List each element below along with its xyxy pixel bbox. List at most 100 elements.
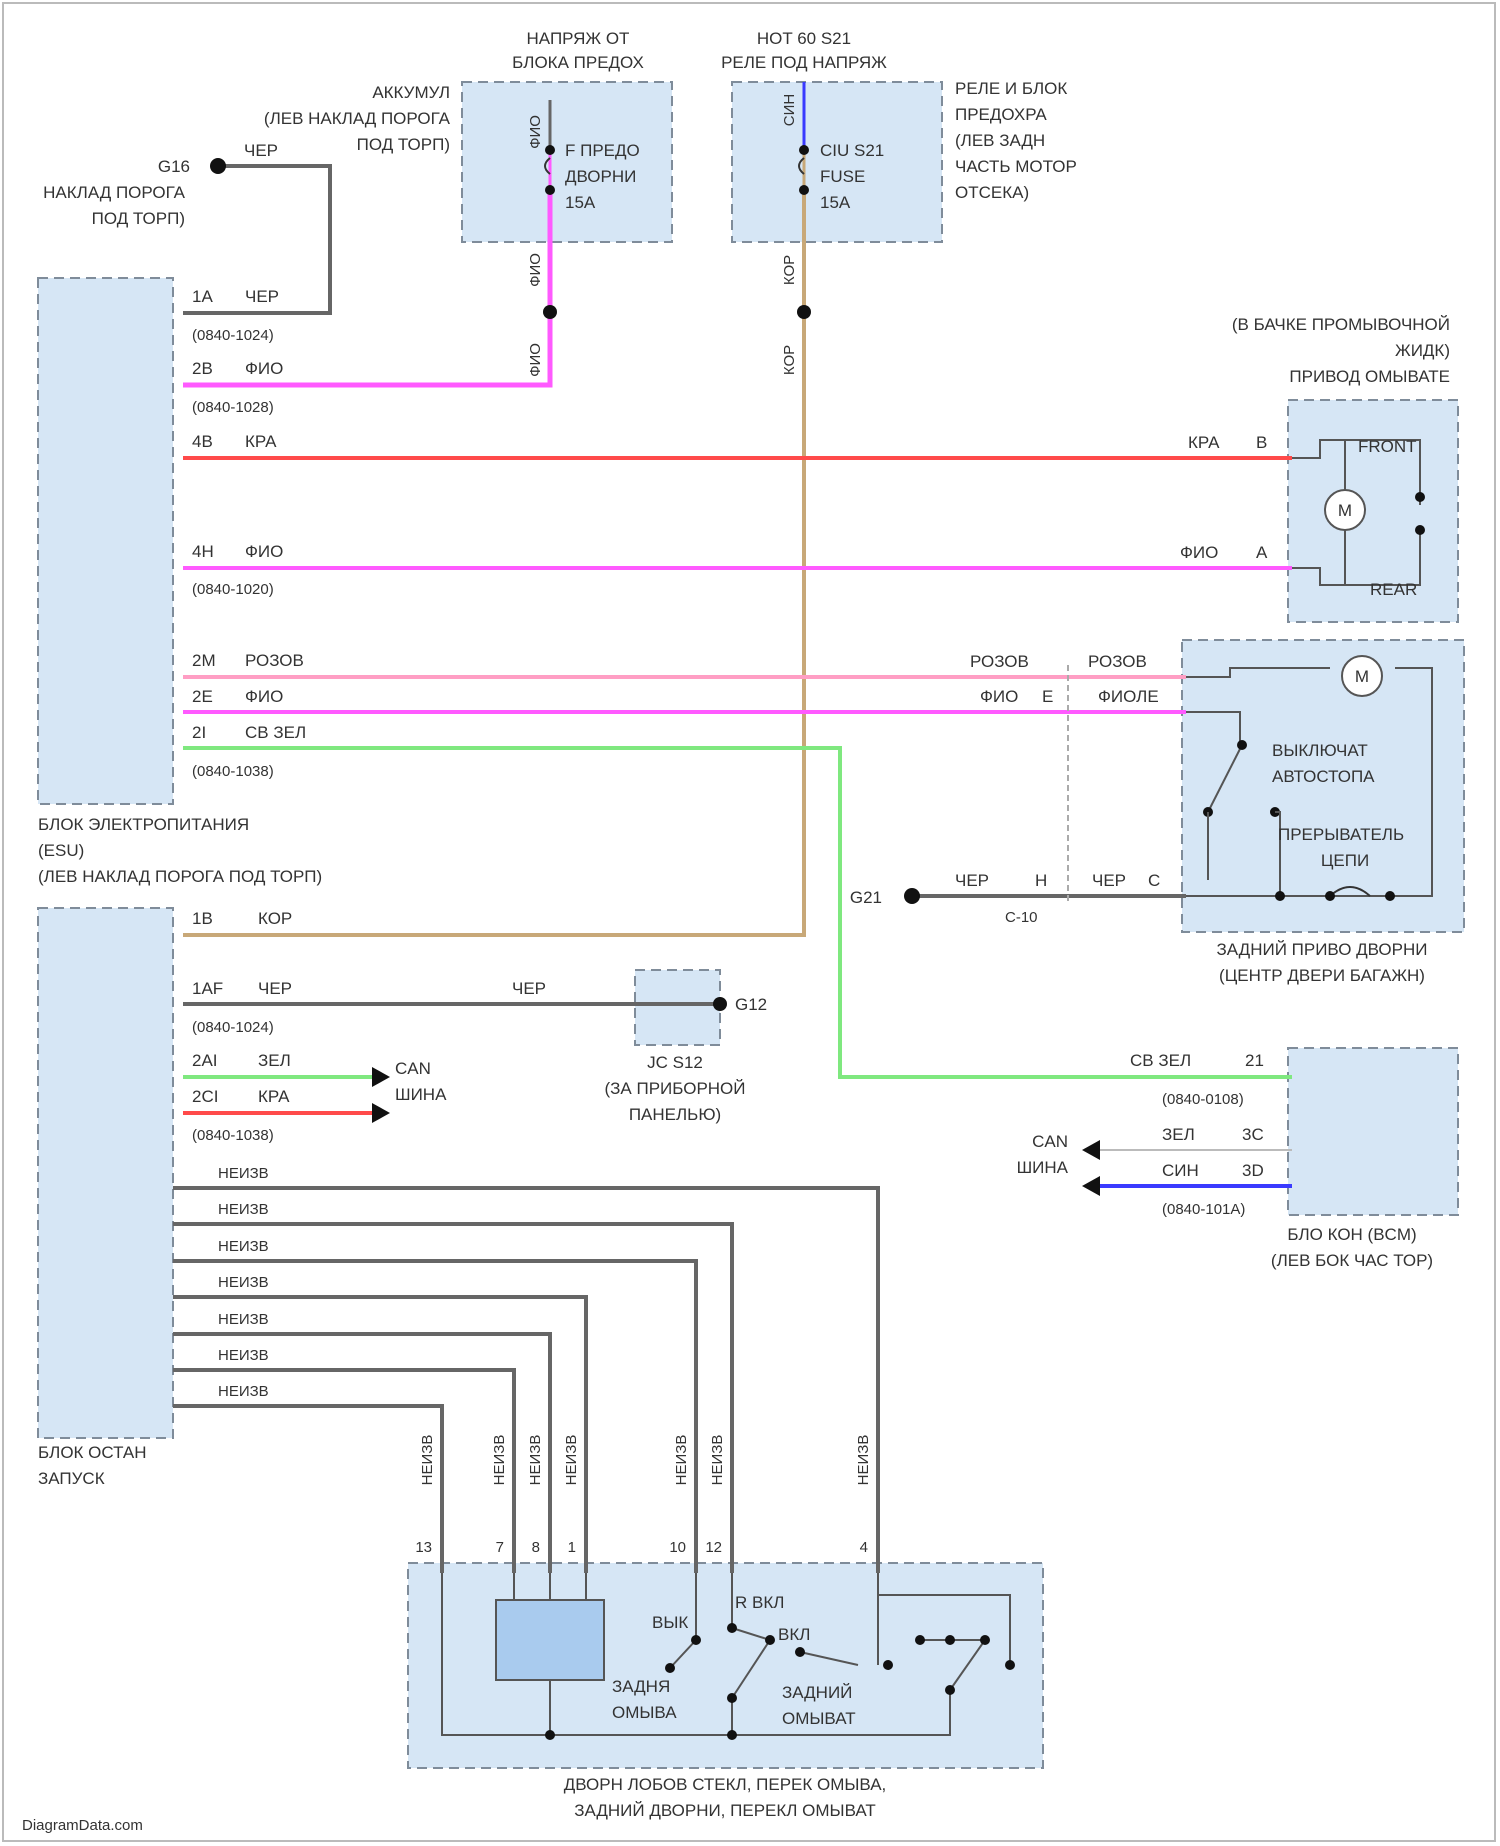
ecu-top-wire-2b: ФИО: [245, 359, 283, 378]
rear-wiper-box: [1182, 640, 1464, 932]
ecu-bottom-title-2: ЗАПУСК: [38, 1469, 105, 1488]
ecu-bottom-pin-2ai: 2AI: [192, 1051, 218, 1070]
bcm-zel-wire: ЗЕЛ: [1162, 1125, 1195, 1144]
ecu-top-pin-4h: 4H: [192, 542, 214, 561]
jc-terminal: [713, 997, 727, 1011]
stalk-label-front-wash-1: ЗАДНЯ: [612, 1677, 670, 1696]
fuse-left-wire-top: ФИО: [527, 115, 544, 149]
stalk-wire-label-7: НЕИЗВ: [855, 1435, 872, 1486]
ecu-top-wire-1a: ЧЕР: [245, 287, 279, 306]
rear-row1-wire-right: РОЗОВ: [1088, 652, 1147, 671]
rear-row1-wire-left: РОЗОВ: [970, 652, 1029, 671]
fuse-right-wire-out: КОР: [781, 255, 798, 285]
ground-g16-location-1: НАКЛАД ПОРОГА: [43, 183, 186, 202]
ecu-bottom-unknown-3: НЕИЗВ: [218, 1238, 269, 1255]
rear-breaker-label-1: ПРЕРЫВАТЕЛЬ: [1278, 825, 1404, 844]
stalk-wires: [173, 1188, 878, 1573]
rear-row3-wire-left: ЧЕР: [955, 871, 989, 890]
stalk-module-block: [496, 1600, 604, 1680]
ecu-top-pin-2m: 2M: [192, 651, 216, 670]
jc-box: [635, 970, 720, 1045]
fuse-right-location-5: ОТСЕКА): [955, 183, 1029, 202]
ecu-bottom-conn-2ci: (0840-1038): [192, 1127, 274, 1144]
bcm-zel-pin: 3C: [1242, 1125, 1264, 1144]
washer-front-label: FRONT: [1358, 437, 1417, 456]
ecu-bottom-unknown-4: НЕИЗВ: [218, 1274, 269, 1291]
fuse-left-box: [462, 82, 672, 242]
fuse-left-source-1: НАПРЯЖ ОТ: [527, 29, 630, 48]
ecu-bottom-unknown-5: НЕИЗВ: [218, 1311, 269, 1328]
stalk-label-vyk: ВЫК: [652, 1613, 688, 1632]
fuse-right-source-1: HOT 60 S21: [757, 29, 851, 48]
ecu-bottom-can-1: CAN: [395, 1059, 431, 1078]
stalk-wire-label-4: НЕИЗВ: [563, 1435, 580, 1486]
can-arrow-red: [372, 1103, 390, 1123]
ecu-bottom-wire-1b: КОР: [258, 909, 292, 928]
fuse-right-wire-top: СИН: [781, 94, 798, 126]
fuse-right-location-2: ПРЕДОХРА: [955, 105, 1047, 124]
fuse-left-location-3: ПОД ТОРП): [357, 135, 450, 154]
ecu-bottom-pin-1af: 1AF: [192, 979, 223, 998]
stalk-pin-8: 8: [532, 1539, 540, 1556]
bcm-sin-pin: 3D: [1242, 1161, 1264, 1180]
rear-breaker-label-2: ЦЕПИ: [1321, 851, 1369, 870]
stalk-wire-3: [173, 1261, 696, 1573]
fuse-left-label-2: ДВОРНИ: [565, 167, 636, 186]
stalk-wire-7: [173, 1406, 442, 1573]
rear-wiper-title-2: (ЦЕНТР ДВЕРИ БАГАЖН): [1219, 966, 1425, 985]
stalk-label-rear-wash-1: ЗАДНИЙ: [782, 1683, 852, 1702]
fuse-right-label-1: CIU S21: [820, 141, 884, 160]
bcm-green-conn: (0840-0108): [1162, 1091, 1244, 1108]
stalk-label-front-wash-2: ОМЫВА: [612, 1703, 677, 1722]
rear-row3-conn: C-10: [1005, 909, 1038, 926]
bcm-arrow-zel: [1082, 1140, 1100, 1160]
splice-left: [543, 305, 557, 319]
stalk-pin-4: 4: [860, 1539, 868, 1556]
bcm-box: [1288, 1048, 1458, 1215]
stalk-pin-1: 1: [568, 1539, 576, 1556]
stalk-pin-12: 12: [705, 1539, 722, 1556]
can-arrow-green: [372, 1067, 390, 1087]
fuse-left-wire-out: ФИО: [527, 253, 544, 287]
fuse-right-label-3: 15A: [820, 193, 851, 212]
washer-pin-a: A: [1256, 543, 1268, 562]
stalk-wire-1: [173, 1188, 878, 1573]
ecu-top-pin-2b: 2B: [192, 359, 213, 378]
bcm-arrow-sin: [1082, 1176, 1100, 1196]
jc-id: G12: [735, 995, 767, 1014]
splice-right: [797, 305, 811, 319]
washer-location-2: ЖИДК): [1395, 341, 1450, 360]
stalk-pin-13: 13: [415, 1539, 432, 1556]
ecu-bottom-wire-2ci: КРА: [258, 1087, 290, 1106]
ecu-top-wire-4b: КРА: [245, 432, 277, 451]
ecu-top-pin-4b: 4B: [192, 432, 213, 451]
stalk-wire-6: [173, 1370, 514, 1573]
ecu-top-conn-4h: (0840-1020): [192, 581, 274, 598]
ecu-top-title-1: БЛОК ЭЛЕКТРОПИТАНИЯ: [38, 815, 249, 834]
ecu-top-title-2: (ESU): [38, 841, 84, 860]
fuse-left-label-1: F ПРЕДО: [565, 141, 640, 160]
fuse-right-wire-lower: КОР: [781, 345, 798, 375]
stalk-title-2: ЗАДНИЙ ДВОРНИ, ПЕРЕКЛ ОМЫВАТ: [574, 1801, 876, 1820]
fuse-left-label-3: 15A: [565, 193, 596, 212]
washer-location-3: ПРИВОД ОМЫВАТЕ: [1289, 367, 1450, 386]
bcm-sin-conn: (0840-101A): [1162, 1201, 1245, 1218]
ecu-bottom-conn-1af: (0840-1024): [192, 1019, 274, 1036]
ecu-bottom-unknown-6: НЕИЗВ: [218, 1347, 269, 1364]
rear-switch-label-2: АВТОСТОПА: [1272, 767, 1375, 786]
ecu-bottom-wire-1af: ЧЕР: [258, 979, 292, 998]
jc-title-1: JC S12: [647, 1053, 703, 1072]
washer-pin-b: B: [1256, 433, 1267, 452]
jc-title-3: ПАНЕЛЬЮ): [629, 1105, 721, 1124]
jc-title-2: (ЗА ПРИБОРНОЙ: [604, 1079, 745, 1098]
ecu-bottom-box: [38, 908, 173, 1438]
ground-g16-location-2: ПОД ТОРП): [92, 209, 185, 228]
bcm-sin-wire: СИН: [1162, 1161, 1199, 1180]
ground-g16-id: G16: [158, 157, 190, 176]
bcm-can-1: CAN: [1032, 1132, 1068, 1151]
ecu-bottom-unknown-2: НЕИЗВ: [218, 1201, 269, 1218]
rear-row2-wire-left: ФИО: [980, 687, 1018, 706]
ecu-bottom-pin-2ci: 2CI: [192, 1087, 218, 1106]
rear-motor-label: M: [1355, 667, 1369, 686]
ecu-bottom-unknown-1: НЕИЗВ: [218, 1165, 269, 1182]
